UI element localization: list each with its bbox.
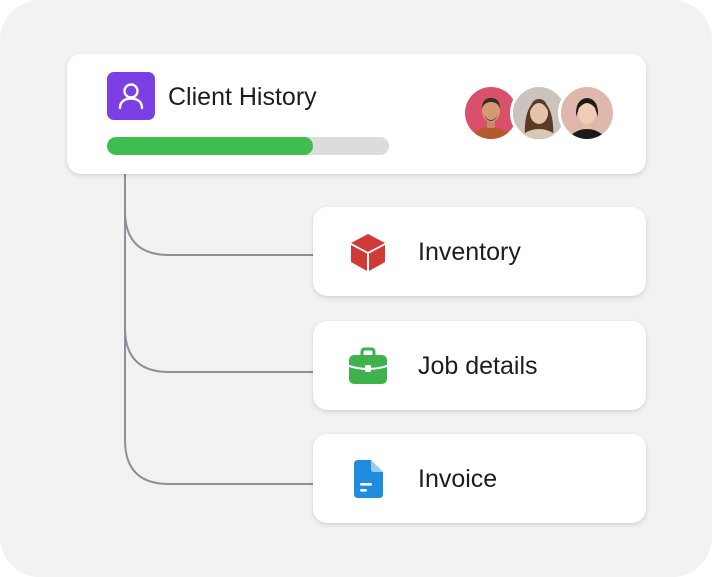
inventory-label: Inventory: [418, 238, 521, 266]
client-history-card[interactable]: Client History: [67, 54, 646, 174]
briefcase-icon: [348, 346, 388, 386]
avatar-woman-2[interactable]: [558, 84, 616, 142]
job-details-label: Job details: [418, 352, 538, 380]
avatar-man[interactable]: [462, 84, 520, 142]
user-icon: [107, 72, 155, 120]
client-history-title: Client History: [168, 83, 317, 111]
job-details-item[interactable]: Job details: [313, 321, 646, 410]
avatar-group[interactable]: [462, 84, 616, 144]
progress-bar: [107, 137, 389, 155]
progress-bar-fill: [107, 137, 313, 155]
document-icon: [348, 459, 388, 499]
invoice-label: Invoice: [418, 465, 498, 493]
box-icon: [348, 232, 388, 272]
inventory-item[interactable]: Inventory: [313, 207, 646, 296]
invoice-item[interactable]: Invoice: [313, 434, 646, 523]
